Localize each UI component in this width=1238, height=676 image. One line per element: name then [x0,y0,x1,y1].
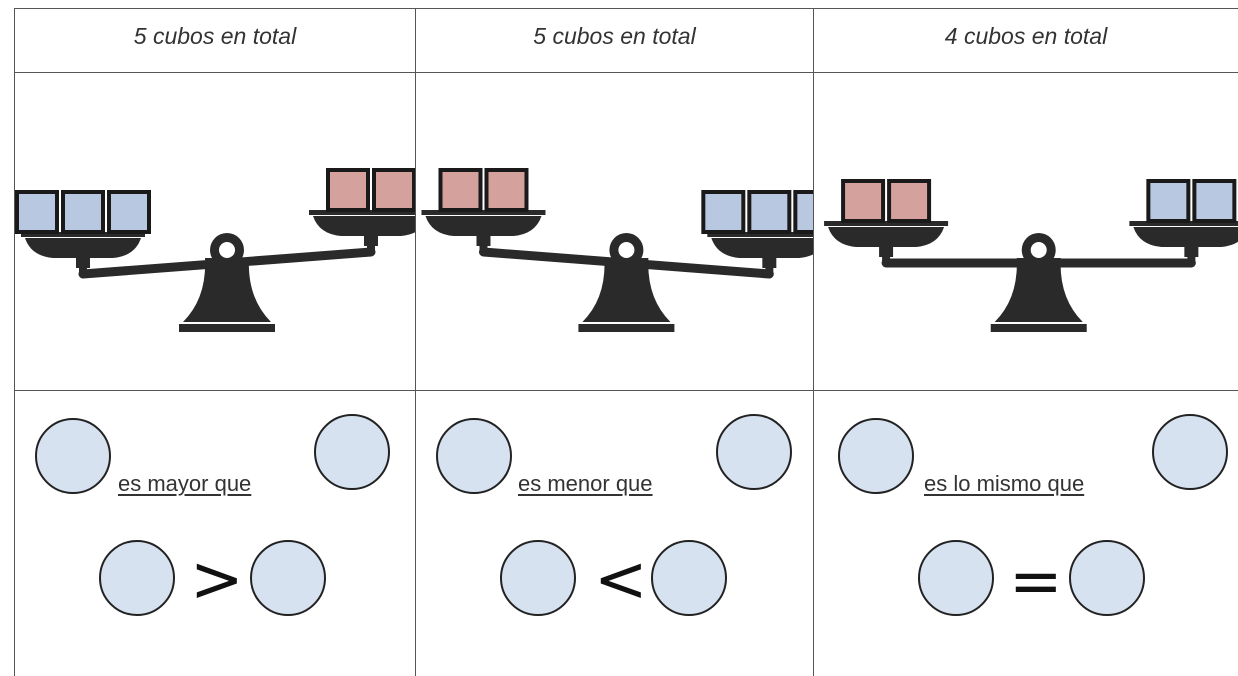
cube [1146,179,1191,223]
pan-rim [707,232,813,237]
cube [1192,179,1237,223]
scale-base [990,324,1087,332]
answer-circle-2c[interactable] [500,540,576,616]
pan-bowl [828,227,945,247]
answer-circle-3b[interactable] [1152,414,1228,490]
answer-circle-1c[interactable] [99,540,175,616]
column-2-title: 5 cubos en total [533,22,696,49]
comparison-phrase-1: es mayor que [118,471,252,496]
column-divider-2 [813,8,814,676]
comparison-symbol-1: > [190,543,244,617]
comparison-symbol-2: < [594,543,648,617]
pan-stem [476,234,491,246]
cube [841,179,886,223]
pan-stem [762,256,777,268]
cube [61,190,105,234]
pan-rim [421,210,546,215]
answer-circle-2b[interactable] [716,414,792,490]
answer-circle-3c[interactable] [918,540,994,616]
balance-scale-1 [15,168,415,332]
cube [326,168,370,212]
answer-circle-2a[interactable] [436,418,512,494]
scale-base [578,324,675,332]
answer-circle-3d[interactable] [1069,540,1145,616]
balance-scale-2 [421,168,813,332]
pan-rim [824,221,949,226]
answer-circle-1b[interactable] [314,414,390,490]
cube [887,179,932,223]
table-border-left [14,8,15,676]
comparison-symbol-3: = [1009,545,1063,619]
comparison-phrase-2: es menor que [518,471,653,496]
cube [747,190,792,234]
pan-bowl [1133,227,1238,247]
answer-circle-1a[interactable] [35,418,111,494]
answer-circle-1d[interactable] [250,540,326,616]
cube [793,190,813,234]
pan-bowl [313,216,415,236]
image-row-divider [14,390,1238,391]
pan-bowl [711,238,813,258]
column-divider-1 [415,8,416,676]
answer-circle-2d[interactable] [651,540,727,616]
pan-rim [309,210,415,215]
cube [438,168,483,212]
cube [15,190,59,234]
scale-pivot-hole [219,242,235,258]
scale-base [179,324,275,332]
comparison-phrase-3: es lo mismo que [924,471,1085,496]
column-3-title: 4 cubos en total [944,22,1108,49]
pan-bowl [425,216,542,236]
cube [484,168,529,212]
cube [701,190,746,234]
answer-circle-3a[interactable] [838,418,914,494]
cube [107,190,151,234]
scale-stand [183,258,271,322]
pan-stem [364,234,378,246]
cube [372,168,415,212]
balance-scale-3 [824,179,1238,332]
scale-stand [582,258,671,322]
pan-stem [879,245,894,257]
pan-rim [1129,221,1238,226]
pan-stem [76,256,90,268]
pan-rim [21,232,145,237]
scale-pivot-hole [618,242,635,258]
scale-stand [994,258,1083,322]
scale-pivot-hole [1030,242,1047,258]
pan-stem [1184,245,1199,257]
table-border-top [14,8,1238,9]
header-row-divider [14,72,1238,73]
pan-bowl [25,238,141,258]
column-1-title: 5 cubos en total [133,22,297,49]
